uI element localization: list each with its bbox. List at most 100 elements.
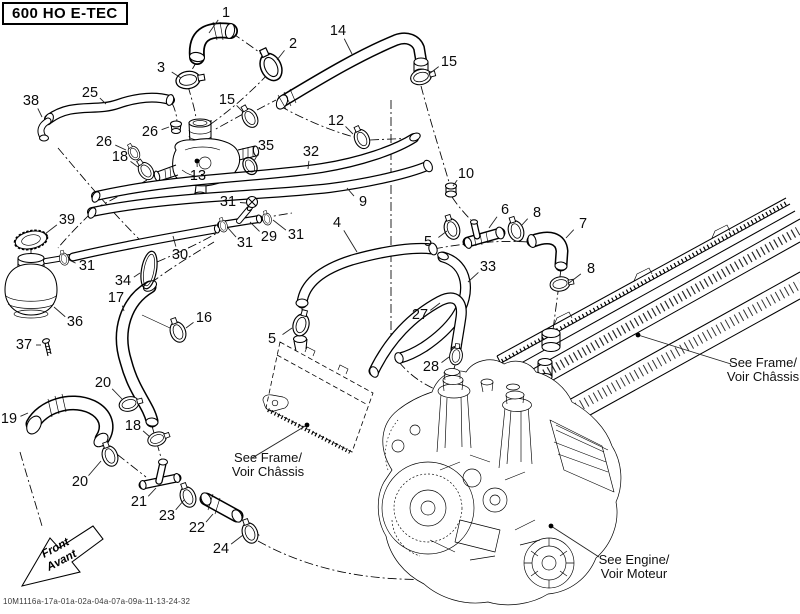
hose-19: [25, 393, 114, 448]
leader-dot: [304, 422, 310, 428]
callout-29-label: 29: [261, 229, 277, 245]
callout-17-label: 17: [108, 290, 124, 306]
hose-33: [394, 251, 472, 364]
callout-leader: [171, 71, 182, 79]
engine-cylinder-2: [498, 383, 533, 469]
callout-leader: [172, 235, 177, 247]
callout-leader: [282, 327, 293, 336]
tunnel-heat-exchanger: [496, 197, 800, 442]
callout-leader: [239, 202, 247, 204]
callout-37-label: 37: [16, 337, 32, 353]
callout-9-label: 9: [359, 194, 367, 210]
hose-22: [199, 492, 244, 523]
callout-8-label: 8: [587, 261, 595, 277]
model-title: 600 HO E-TEC: [2, 2, 128, 25]
callout-leader: [438, 230, 448, 238]
leader-dot: [635, 332, 641, 338]
callout-10-label: 10: [458, 166, 474, 182]
callout-38-label: 38: [23, 93, 39, 109]
tank-cap: [13, 229, 49, 251]
callout-26-label: 26: [142, 124, 158, 140]
hose-9: [87, 159, 433, 219]
tank-mounting-screw: [42, 338, 52, 357]
leader-dot: [194, 158, 200, 164]
callout-leader: [208, 19, 219, 34]
callout-18-label: 18: [112, 149, 128, 165]
callout-leader: [253, 152, 259, 162]
callout-21-label: 21: [131, 494, 147, 510]
callout-31-label: 31: [79, 258, 95, 274]
gasket-35: [242, 156, 258, 176]
callout-leader: [441, 356, 450, 363]
callout-leader: [88, 460, 102, 476]
callout-2-label: 2: [289, 36, 297, 52]
engine-ref: See Engine/ Voir Moteur: [598, 552, 670, 582]
annotation-leader-layer: [251, 332, 732, 558]
callout-leader: [565, 229, 575, 239]
callout-leader: [68, 259, 76, 264]
callout-35-label: 35: [258, 138, 274, 154]
callout-leader: [185, 322, 194, 329]
callout-22-label: 22: [189, 520, 205, 536]
hose-elbow-7: [526, 231, 569, 272]
callout-leader: [227, 227, 237, 238]
hose-25: [44, 92, 175, 126]
bleed-fitting-10: [444, 182, 458, 198]
callout-leader: [130, 161, 139, 168]
callout-31-label: 31: [288, 227, 304, 243]
front-arrow: Front Avant: [20, 525, 104, 587]
callout-leader: [142, 430, 151, 438]
callout-leader: [430, 302, 441, 311]
callout-12-label: 12: [328, 113, 344, 129]
callout-7-label: 7: [579, 216, 587, 232]
callout-16-label: 16: [196, 310, 212, 326]
coolant-tank: [4, 252, 58, 319]
cap-26a: [169, 120, 183, 135]
clamp-16: [165, 315, 190, 345]
callout-leader: [520, 218, 529, 227]
hose-14: [275, 32, 429, 110]
callout-leader: [428, 66, 439, 75]
callout-34-label: 34: [115, 273, 131, 289]
callout-leader: [467, 272, 479, 283]
callout-leader: [452, 179, 458, 187]
clamp-3: [173, 67, 207, 92]
clamp-8a: [503, 214, 527, 244]
thermostat-housing: [153, 118, 260, 199]
callout-leader: [99, 97, 107, 105]
tunnel-frame-ref-leader: [637, 334, 732, 365]
callout-leader: [272, 219, 287, 231]
callout-5-label: 5: [424, 234, 432, 250]
callout-32-label: 32: [303, 144, 319, 160]
radiator-filler-neck: [292, 334, 308, 352]
callout-leader: [568, 273, 582, 284]
callout-leader: [307, 160, 310, 170]
callout-leader: [175, 499, 185, 511]
engine-cylinder-1: [436, 368, 472, 453]
callout-leader: [346, 187, 355, 197]
callout-1-label: 1: [222, 5, 230, 21]
callout-28-label: 28: [423, 359, 439, 375]
engine-ref-leader: [550, 525, 600, 558]
tunnel-frame-ref: See Frame/ Voir Châssis: [726, 355, 800, 385]
radiator-frame-ref-leader: [251, 424, 308, 459]
clamp-31b: [260, 209, 274, 227]
radiator-outline: [262, 334, 374, 454]
callout-leader: [205, 513, 214, 523]
coolant-tank-group: [4, 229, 73, 357]
callout-36-label: 36: [67, 314, 83, 330]
callout-leader: [343, 38, 353, 55]
callout-15-label: 15: [441, 54, 457, 70]
clamp-5a: [439, 212, 463, 242]
callout-18-label: 18: [125, 418, 141, 434]
o-ring-34: [140, 250, 158, 290]
callout-leader: [44, 224, 58, 235]
callout-leader: [111, 388, 123, 400]
callout-31-label: 31: [237, 235, 253, 251]
clamp-2: [252, 44, 287, 85]
callout-26-label: 26: [96, 134, 112, 150]
adapter-fitting-6: [462, 219, 506, 249]
